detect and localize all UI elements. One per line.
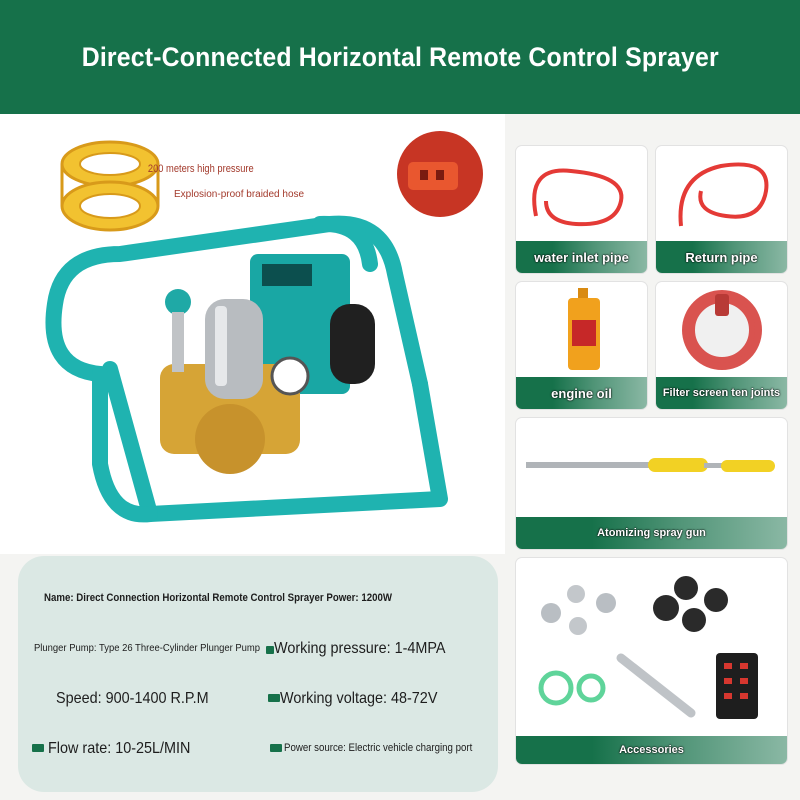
frame-image (45, 215, 448, 523)
spec-bullet-icon (268, 694, 280, 702)
page-header: Direct-Connected Horizontal Remote Contr… (0, 0, 800, 114)
spec-flow-rate: Flow rate: 10-25L/MIN (48, 740, 191, 757)
hose-note-line2: Explosion-proof braided hose (174, 189, 305, 200)
spec-name-power: Name: Direct Connection Horizontal Remot… (44, 592, 393, 604)
accessory-label: engine oil (551, 385, 612, 401)
accessory-label: Accessories (619, 744, 684, 756)
spec-bullet-icon (266, 646, 274, 654)
accessory-label: Return pipe (685, 249, 758, 265)
page-title: Direct-Connected Horizontal Remote Contr… (81, 41, 719, 72)
accessory-label-band: Accessories (516, 736, 787, 764)
accessory-label: water inlet pipe (534, 249, 629, 265)
accessory-label: Filter screen ten joints (662, 387, 781, 399)
red-pipe-icon (532, 168, 624, 227)
hose-coil-image (60, 140, 160, 232)
accessory-label-band: water inlet pipe (516, 241, 647, 273)
spec-power-source: Power source: Electric vehicle charging … (284, 742, 473, 754)
accessory-card-accessories: Accessories (516, 558, 787, 764)
product-hero: 200 meters high pressure Explosion-proof… (0, 114, 505, 554)
sprayer-illustration: 200 meters high pressure Explosion-proof… (45, 131, 483, 523)
accessory-label-band: engine oil (516, 377, 647, 409)
accessory-card-engine-oil: engine oil (516, 282, 647, 409)
spec-working-pressure: Working pressure: 1-4MPA (274, 640, 446, 657)
specs-panel: Name: Direct Connection Horizontal Remot… (18, 556, 498, 792)
accessory-label-band: Filter screen ten joints (656, 377, 787, 409)
spec-bullet-icon (32, 744, 44, 752)
spec-plunger-pump: Plunger Pump: Type 26 Three-Cylinder Plu… (34, 642, 261, 654)
accessories-kit-icon (538, 576, 758, 719)
hose-note-line1: 200 meters high pressure (148, 163, 254, 175)
motor-image (250, 254, 375, 394)
accessory-card-filter-screen: Filter screen ten joints (656, 282, 787, 409)
filter-screen-icon (682, 290, 762, 370)
pump-image (160, 289, 310, 474)
accessory-label: Atomizing spray gun (597, 527, 706, 539)
accessory-card-return-pipe: Return pipe (656, 146, 787, 273)
connector-closeup-image (397, 131, 483, 217)
accessory-card-water-inlet-pipe: water inlet pipe (516, 146, 647, 273)
spray-gun-icon (526, 458, 775, 472)
oil-bottle-icon (568, 288, 600, 370)
accessory-label-band: Atomizing spray gun (516, 517, 787, 549)
spec-bullet-icon (270, 744, 282, 752)
red-pipe-icon (678, 162, 769, 227)
spec-working-voltage: Working voltage: 48-72V (280, 690, 438, 707)
spec-speed: Speed: 900-1400 R.P.M (56, 690, 209, 707)
accessory-card-spray-gun: Atomizing spray gun (516, 418, 787, 549)
accessory-label-band: Return pipe (656, 241, 787, 273)
